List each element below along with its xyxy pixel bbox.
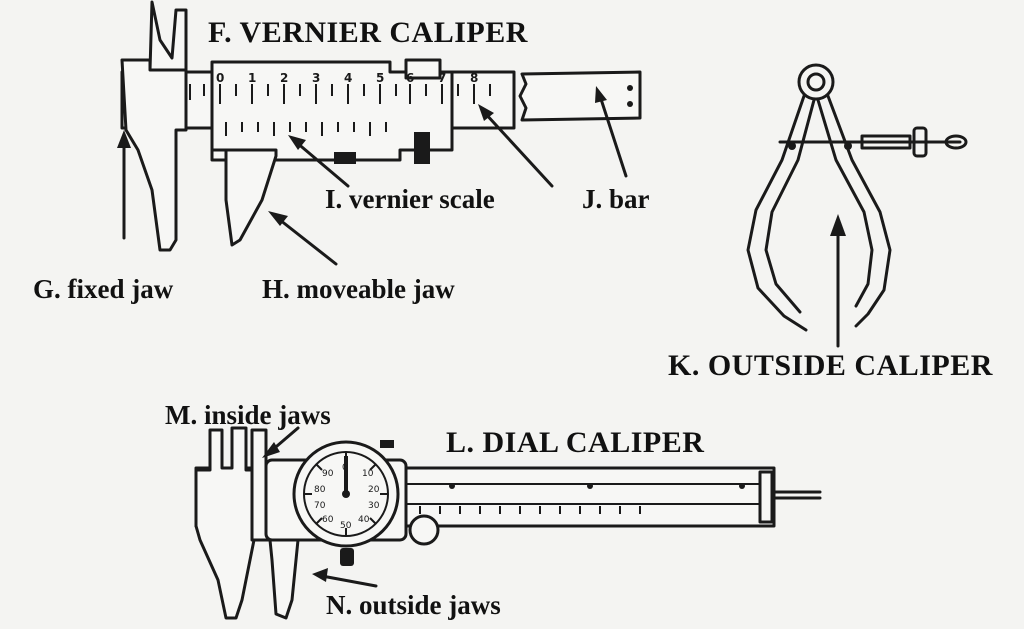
outside-caliper-thread bbox=[860, 134, 912, 150]
arrowhead bbox=[117, 130, 131, 148]
outside-caliper-pivot-inner bbox=[806, 72, 826, 92]
scale-mark: 3 bbox=[312, 71, 320, 85]
moveable-jaw-label: H. moveable jaw bbox=[262, 274, 455, 304]
scale-mark: 8 bbox=[470, 71, 478, 85]
bar-hole bbox=[587, 483, 593, 489]
scale-mark: 7 bbox=[438, 71, 446, 85]
outside-caliper-nut bbox=[912, 126, 928, 158]
bar-hole bbox=[627, 85, 633, 91]
arrowhead bbox=[262, 442, 280, 458]
outside-caliper-right-leg-edge bbox=[816, 98, 874, 308]
vernier-moveable-jaw-shape bbox=[210, 148, 278, 247]
dial-thumb-roller bbox=[408, 514, 440, 546]
vernier-scale-ticks bbox=[225, 122, 387, 136]
outside-caliper-left-leg bbox=[746, 94, 808, 332]
scale-mark: 6 bbox=[406, 71, 414, 85]
scale-mark: 0 bbox=[216, 71, 224, 85]
arrowhead bbox=[268, 211, 288, 226]
vernier-bar-end bbox=[518, 70, 642, 122]
outside-caliper-left-leg-edge bbox=[764, 98, 816, 314]
inside-jaws-label: M. inside jaws bbox=[165, 400, 331, 430]
arrowhead bbox=[595, 86, 607, 103]
dial-number: 70 bbox=[314, 501, 326, 511]
dial-number: 90 bbox=[322, 469, 334, 479]
outside-caliper-illustration bbox=[746, 63, 968, 348]
dial-hub bbox=[342, 490, 350, 498]
dial-number: 40 bbox=[358, 515, 370, 525]
bar-hole bbox=[739, 483, 745, 489]
main-scale-ticks bbox=[189, 84, 491, 104]
dial-fixed-jaw bbox=[194, 426, 256, 620]
dial-caliper-title: L. DIAL CALIPER bbox=[446, 426, 705, 459]
arrowhead bbox=[830, 214, 846, 236]
outside-caliper-pivot bbox=[797, 63, 835, 101]
outside-caliper-rivet bbox=[788, 142, 796, 150]
arrowhead bbox=[312, 568, 328, 582]
dial-lock-screw bbox=[340, 548, 354, 566]
vernier-fixed-inside-jaw bbox=[148, 0, 188, 72]
dial-number: 30 bbox=[368, 501, 380, 511]
vernier-arrows bbox=[117, 86, 628, 266]
outside-caliper-title: K. OUTSIDE CALIPER bbox=[668, 349, 993, 382]
outside-caliper-right-leg bbox=[826, 94, 892, 328]
scale-mark: 1 bbox=[248, 71, 256, 85]
arrowhead bbox=[288, 135, 306, 150]
bar-label: J. bar bbox=[582, 184, 650, 214]
arrowhead bbox=[478, 104, 494, 121]
dial-number: 50 bbox=[340, 521, 352, 531]
outside-jaws-label: N. outside jaws bbox=[326, 590, 501, 620]
vernier-fixed-jaw bbox=[120, 58, 188, 252]
dial-bar-end bbox=[758, 470, 774, 524]
vernier-caliper-title: F. VERNIER CALIPER bbox=[208, 16, 528, 49]
fixed-jaw-label: G. fixed jaw bbox=[33, 274, 174, 304]
scale-mark: 5 bbox=[376, 71, 384, 85]
dial-number: 60 bbox=[322, 515, 334, 525]
dial-number: 80 bbox=[314, 485, 326, 495]
scale-mark: 2 bbox=[280, 71, 288, 85]
dial-number: 20 bbox=[368, 485, 380, 495]
outside-caliper-rivet bbox=[844, 142, 852, 150]
bar-hole bbox=[627, 101, 633, 107]
dial-bezel-lock bbox=[380, 440, 394, 448]
vernier-scale-label: I. vernier scale bbox=[325, 184, 495, 214]
scale-mark: 4 bbox=[344, 71, 352, 85]
outside-caliper-rod-end bbox=[944, 134, 968, 150]
adjust-screw bbox=[414, 132, 430, 164]
bar-hole bbox=[449, 483, 455, 489]
dial-caliper-illustration: 0 10 20 30 40 50 60 70 80 90 bbox=[194, 426, 822, 620]
dial-number: 10 bbox=[362, 469, 374, 479]
vernier-caliper-illustration: 0 1 2 3 4 5 6 7 8 bbox=[120, 0, 642, 252]
vernier-slider-knob bbox=[404, 58, 442, 80]
lock-screw bbox=[334, 152, 356, 164]
dial-rack-ticks bbox=[419, 506, 641, 514]
